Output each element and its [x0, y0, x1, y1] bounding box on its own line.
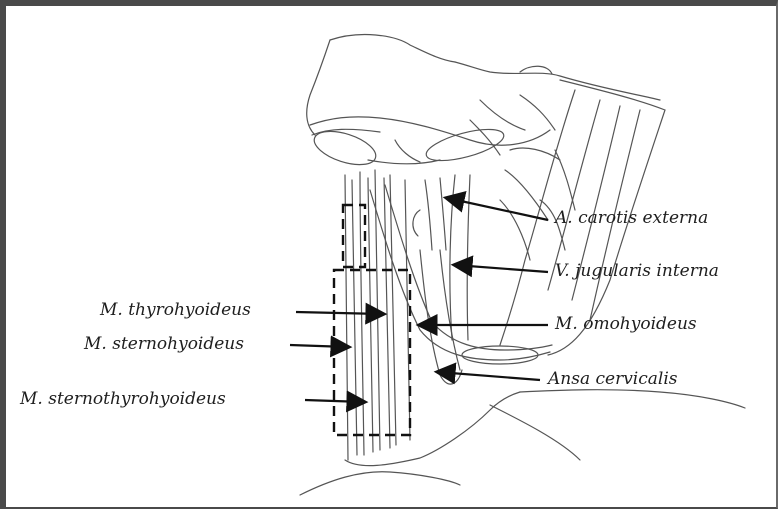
leader-arrows [290, 198, 548, 402]
arrow-carotis [447, 198, 548, 220]
label-carotis-externa: A. carotis externa [555, 208, 708, 228]
label-omohyoideus: M. omohyoideus [555, 314, 697, 334]
arrow-sternothyrohyoideus [305, 400, 364, 402]
label-ansa-cervicalis: Ansa cervicalis [548, 369, 678, 389]
arrow-sternohyoideus [290, 345, 348, 347]
label-thyrohyoideus: M. thyrohyoideus [100, 300, 251, 320]
arrow-jugularis [455, 265, 548, 272]
label-sternothyrohyoideus: M. sternothyrohyoideus [20, 389, 226, 409]
label-jugularis-interna: V. jugularis interna [555, 261, 719, 281]
arrow-ansa [438, 372, 540, 380]
label-sternohyoideus: M. sternohyoideus [84, 334, 244, 354]
